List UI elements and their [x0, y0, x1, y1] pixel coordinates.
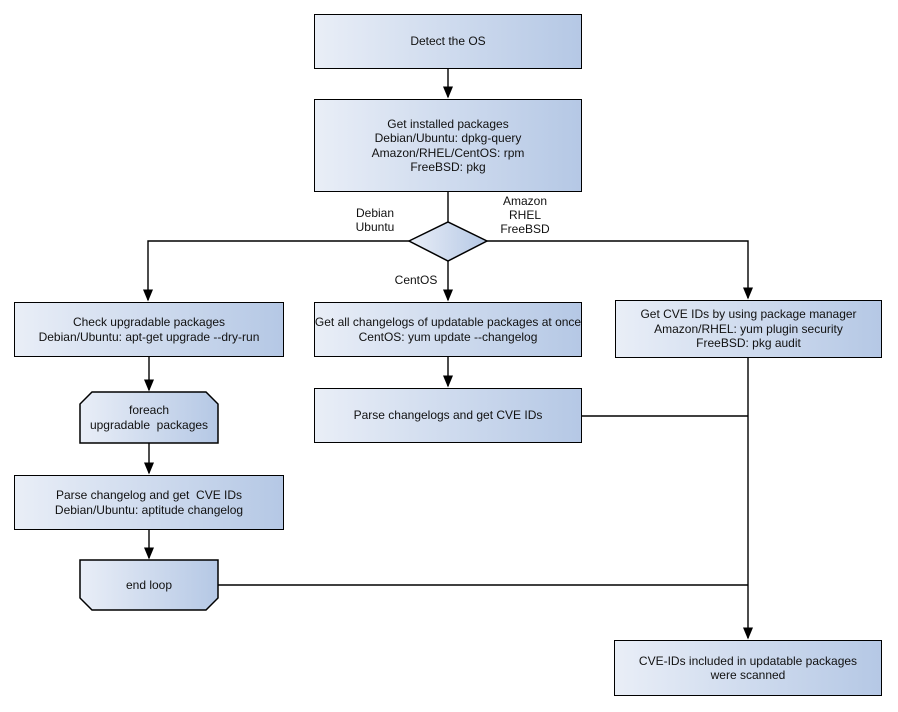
node-get-cve-ids-pkg-mgr: Get CVE IDs by using package manager Ama… — [615, 300, 882, 358]
node-get-all-changelogs: Get all changelogs of updatable packages… — [314, 302, 582, 357]
node-detect-os: Detect the OS — [314, 14, 582, 69]
node-get-all-changelogs-label: Get all changelogs of updatable packages… — [314, 315, 582, 344]
node-foreach-loop-shape — [79, 391, 219, 444]
node-parse-changelogs-label: Parse changelogs and get CVE IDs — [353, 408, 543, 423]
node-detect-os-label: Detect the OS — [410, 34, 486, 49]
node-parse-changelog: Parse changelog and get CVE IDs Debian/U… — [14, 475, 284, 530]
node-foreach-loop: foreach upgradable packages — [80, 392, 218, 443]
edge-label-debian-ubuntu: Debian Ubuntu — [355, 206, 395, 234]
node-get-cve-ids-pkg-mgr-label: Get CVE IDs by using package manager Ama… — [640, 307, 857, 351]
connector-decision-to-check-upgradable — [143, 240, 409, 302]
node-get-installed-packages: Get installed packages Debian/Ubuntu: dp… — [314, 99, 582, 192]
node-parse-changelogs: Parse changelogs and get CVE IDs — [314, 388, 582, 443]
edge-label-amazon-rhel-freebsd: Amazon RHEL FreeBSD — [500, 194, 550, 236]
connector-decision-to-pkg-mgr — [487, 240, 753, 300]
node-get-installed-packages-label: Get installed packages Debian/Ubuntu: dp… — [371, 116, 525, 175]
node-parse-changelog-label: Parse changelog and get CVE IDs Debian/U… — [54, 488, 244, 517]
node-end-loop: end loop — [80, 560, 218, 610]
node-end-loop-label: end loop — [125, 577, 173, 592]
node-os-decision-diamond — [407, 221, 489, 262]
node-foreach-loop-label: foreach upgradable packages — [89, 403, 209, 432]
node-scan-result: CVE-IDs included in updatable packages w… — [614, 640, 882, 696]
node-check-upgradable-label: Check upgradable packages Debian/Ubuntu:… — [38, 315, 260, 344]
edge-label-centos: CentOS — [394, 273, 438, 287]
node-end-loop-shape — [79, 559, 219, 611]
node-scan-result-label: CVE-IDs included in updatable packages w… — [638, 653, 858, 683]
node-check-upgradable: Check upgradable packages Debian/Ubuntu:… — [14, 302, 284, 357]
